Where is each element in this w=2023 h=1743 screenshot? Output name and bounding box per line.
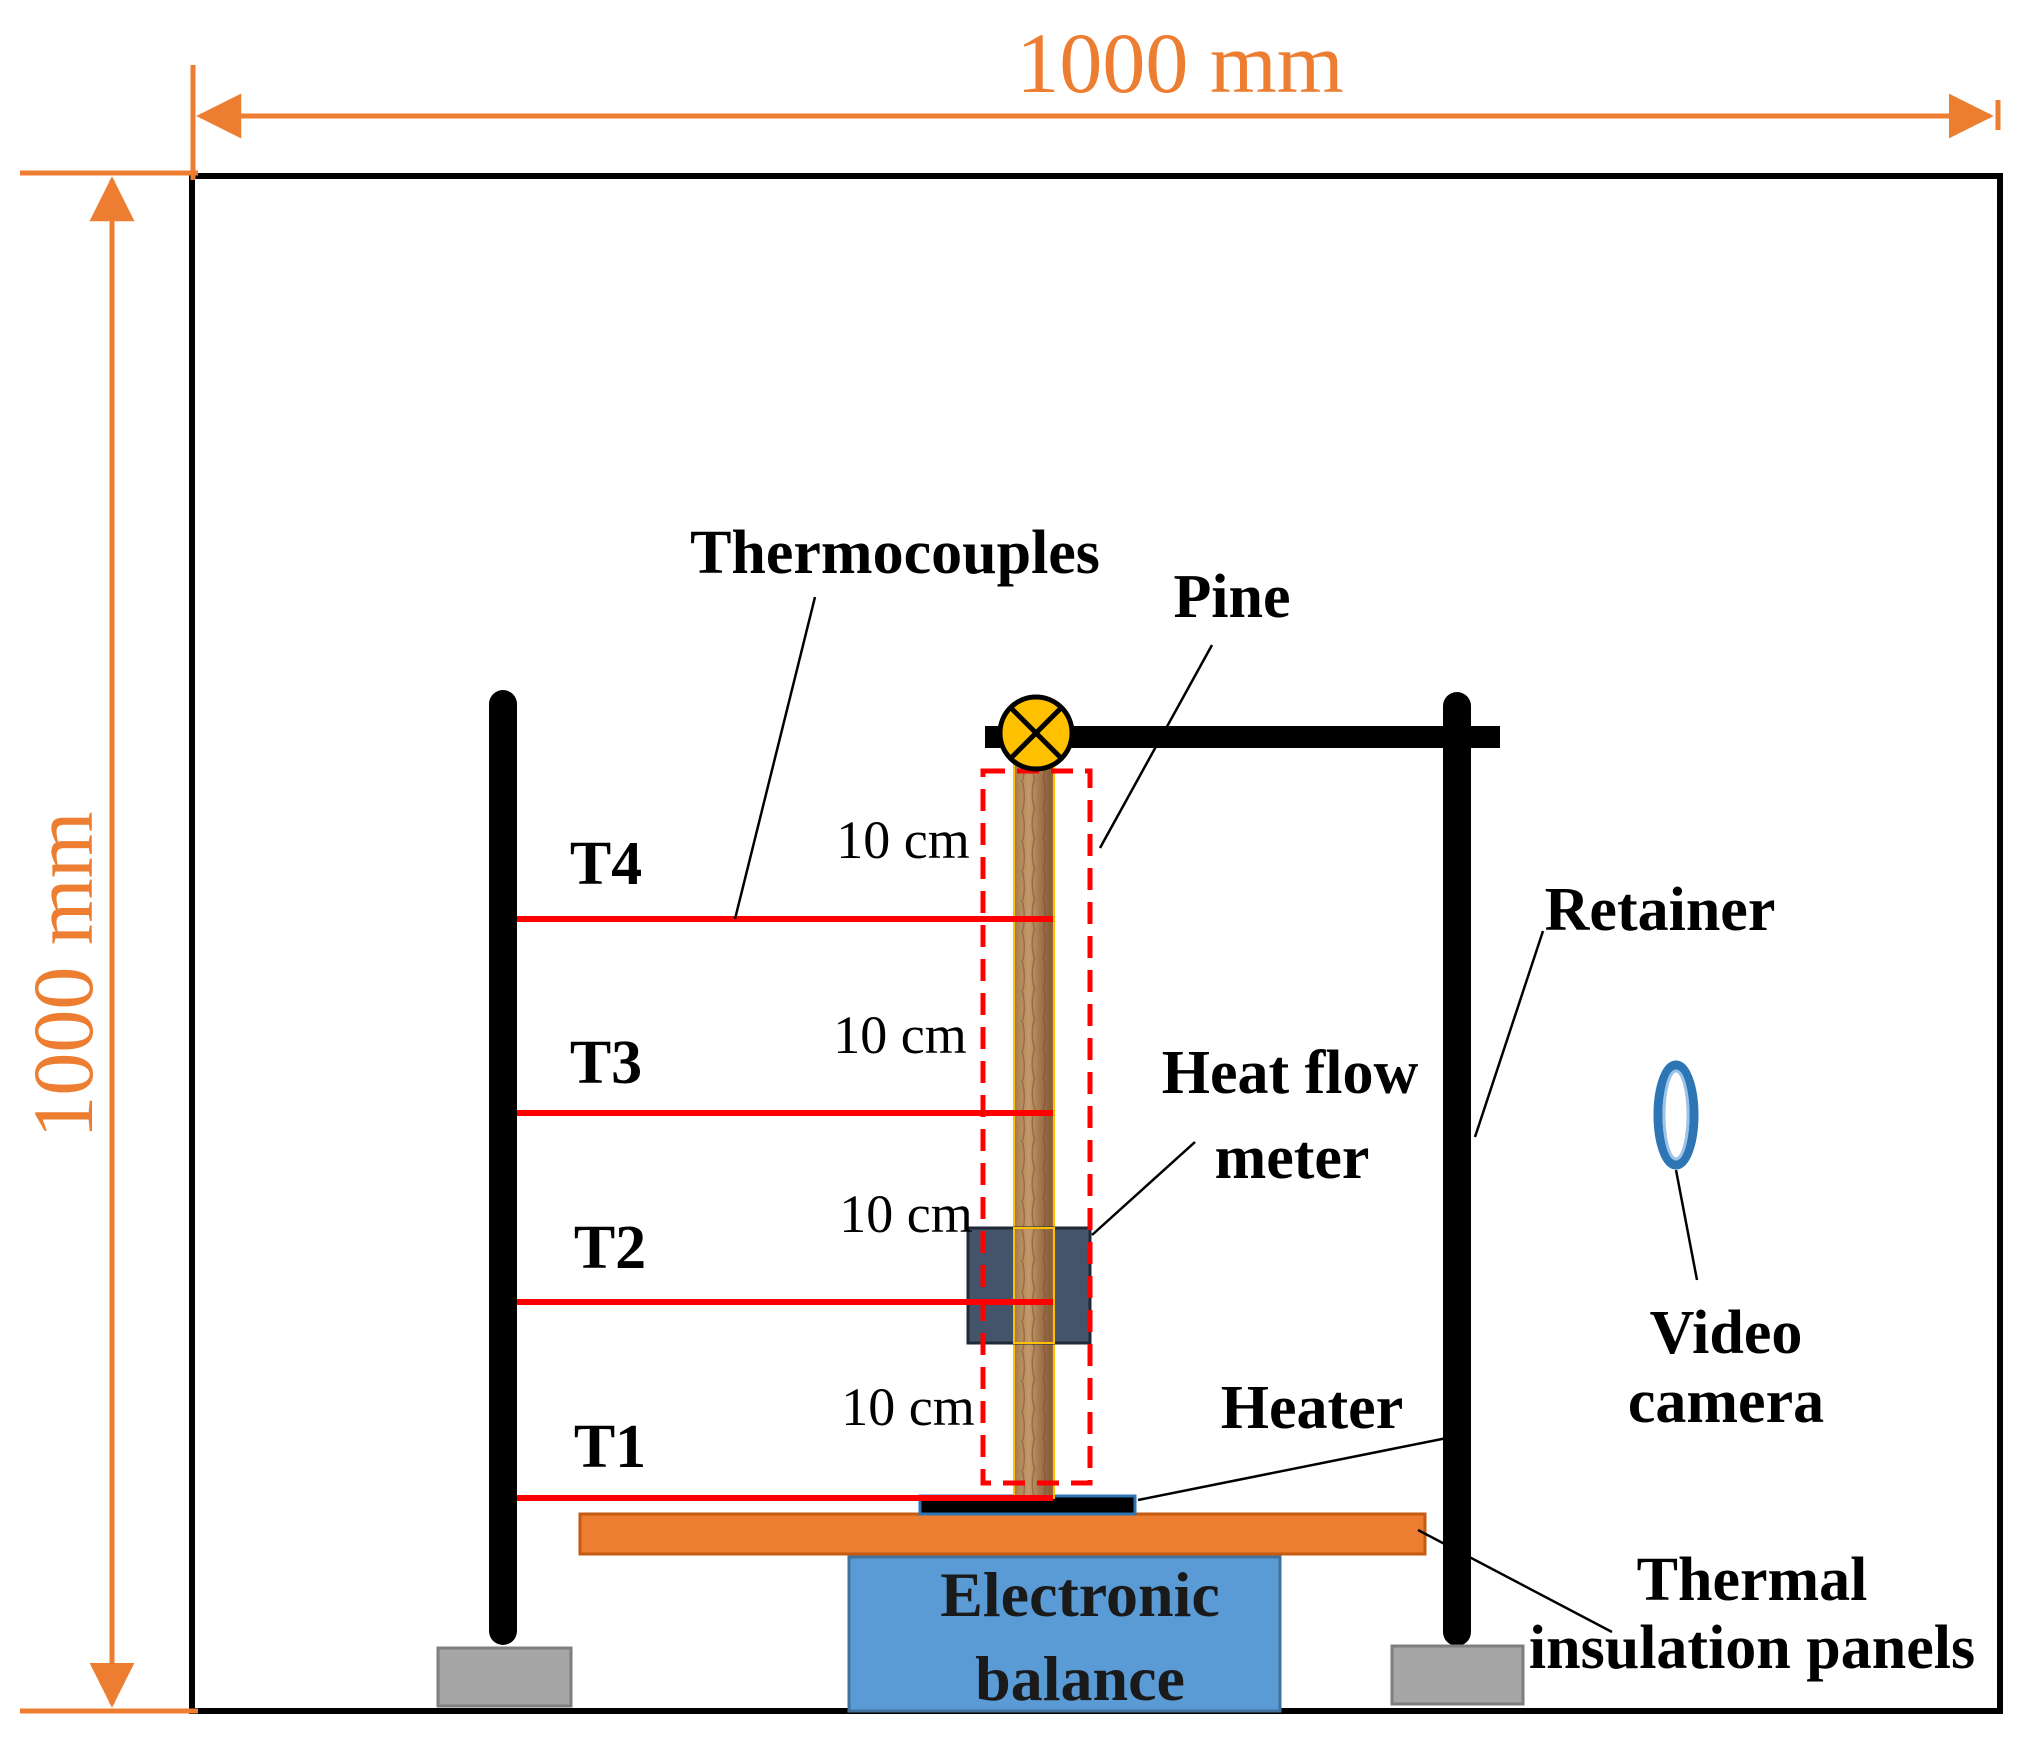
insulation-label-1: Thermal: [1637, 1546, 1868, 1614]
spacing-label-t1: 10 cm: [841, 1377, 974, 1437]
spacing-label-t4: 10 cm: [836, 810, 969, 870]
pine-sample-through-meter: [1013, 1227, 1055, 1344]
electronic-balance: Electronic balance: [847, 1555, 1282, 1714]
leader-insulation: [1417, 1528, 1613, 1634]
height-dimension: 1000 mm: [15, 170, 198, 1714]
retainer-stand: [985, 692, 1525, 1706]
left-stand: [436, 690, 573, 1708]
thermocouple-id-t1: T1: [574, 1413, 646, 1481]
electronic-balance-label-1: Electronic: [940, 1559, 1220, 1630]
spacing-label-t2: 10 cm: [839, 1184, 972, 1244]
heat-flow-meter-label-2: meter: [1215, 1124, 1370, 1192]
retainer-label: Retainer: [1545, 876, 1776, 944]
spacing-label-t3: 10 cm: [833, 1005, 966, 1065]
electronic-balance-label-2: balance: [975, 1643, 1185, 1714]
height-label: 1000 mm: [15, 811, 111, 1138]
width-dimension: 1000 mm: [190, 15, 2001, 180]
video-camera-label-2: camera: [1628, 1368, 1824, 1436]
leader-heat-flow-meter: [1091, 1141, 1196, 1236]
pine-sample: [1013, 763, 1055, 1499]
leader-video-camera: [1674, 1169, 1699, 1281]
left-stand-base: [436, 1646, 573, 1708]
heat-flow-meter-label-1: Heat flow: [1162, 1039, 1419, 1107]
right-stand-base: [1390, 1644, 1525, 1706]
thermocouple-id-t4: T4: [570, 830, 642, 898]
thermal-insulation-panel: [578, 1512, 1427, 1556]
leader-retainer: [1473, 930, 1545, 1138]
insulation-label-2: insulation panels: [1529, 1614, 1975, 1682]
leader-pine: [1098, 644, 1214, 849]
width-label: 1000 mm: [1016, 15, 1343, 111]
leader-heater: [1137, 1436, 1448, 1502]
video-camera-label-1: Video: [1650, 1299, 1803, 1367]
heater-label: Heater: [1221, 1374, 1403, 1442]
camera-ring-icon: [1653, 1060, 1699, 1170]
pine-label: Pine: [1173, 563, 1290, 631]
thermocouples-label: Thermocouples: [690, 519, 1100, 587]
retainer-arm: [985, 726, 1500, 748]
thermocouple-id-t2: T2: [574, 1214, 646, 1282]
thermocouple-id-t3: T3: [570, 1029, 642, 1097]
leader-thermocouples: [733, 596, 817, 920]
roller-cross-icon: [997, 694, 1075, 772]
